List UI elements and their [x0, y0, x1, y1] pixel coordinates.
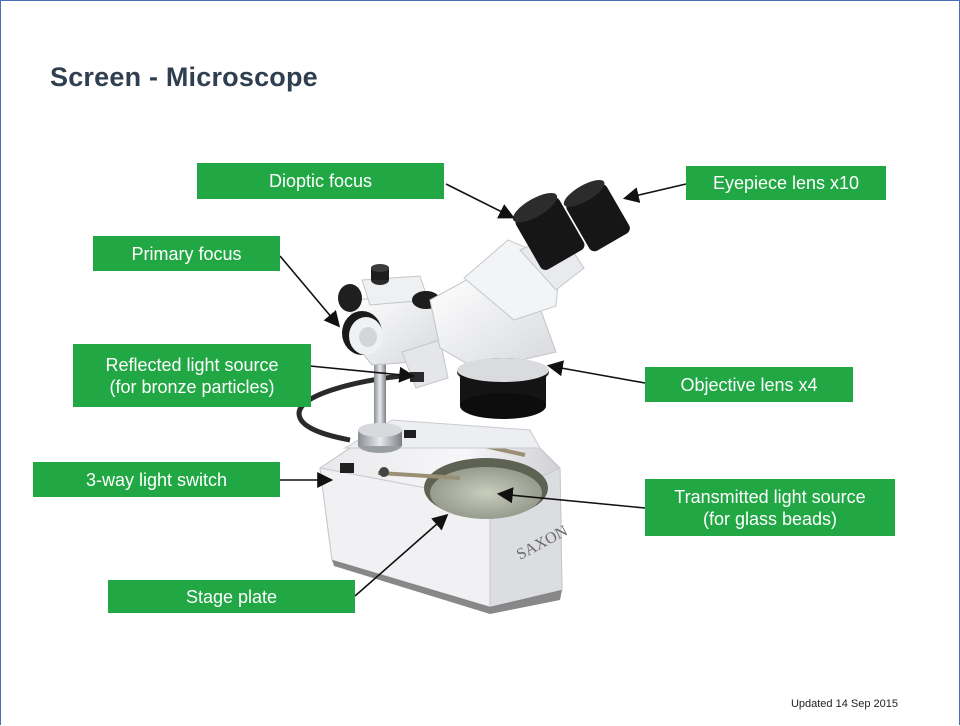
- light-switch-icon: [340, 463, 354, 473]
- reflected-light-line-1: Reflected light source: [105, 354, 278, 376]
- label-reflected-light-source: Reflected light source (for bronze parti…: [73, 344, 311, 407]
- transmitted-light-line-1: Transmitted light source: [674, 486, 865, 508]
- label-objective-lens: Objective lens x4: [645, 367, 853, 402]
- microscope-pole: [358, 352, 402, 453]
- label-transmitted-light-source: Transmitted light source (for glass bead…: [645, 479, 895, 536]
- microscope-head: [430, 175, 632, 419]
- transmitted-light-line-2: (for glass beads): [703, 508, 837, 530]
- label-eyepiece-lens: Eyepiece lens x10: [686, 166, 886, 200]
- label-stage-plate: Stage plate: [108, 580, 355, 613]
- label-dioptic-focus: Dioptic focus: [197, 163, 444, 199]
- label-light-switch: 3-way light switch: [33, 462, 280, 497]
- updated-date: Updated 14 Sep 2015: [791, 698, 898, 710]
- reflected-light-line-2: (for bronze particles): [109, 376, 274, 398]
- label-primary-focus: Primary focus: [93, 236, 280, 271]
